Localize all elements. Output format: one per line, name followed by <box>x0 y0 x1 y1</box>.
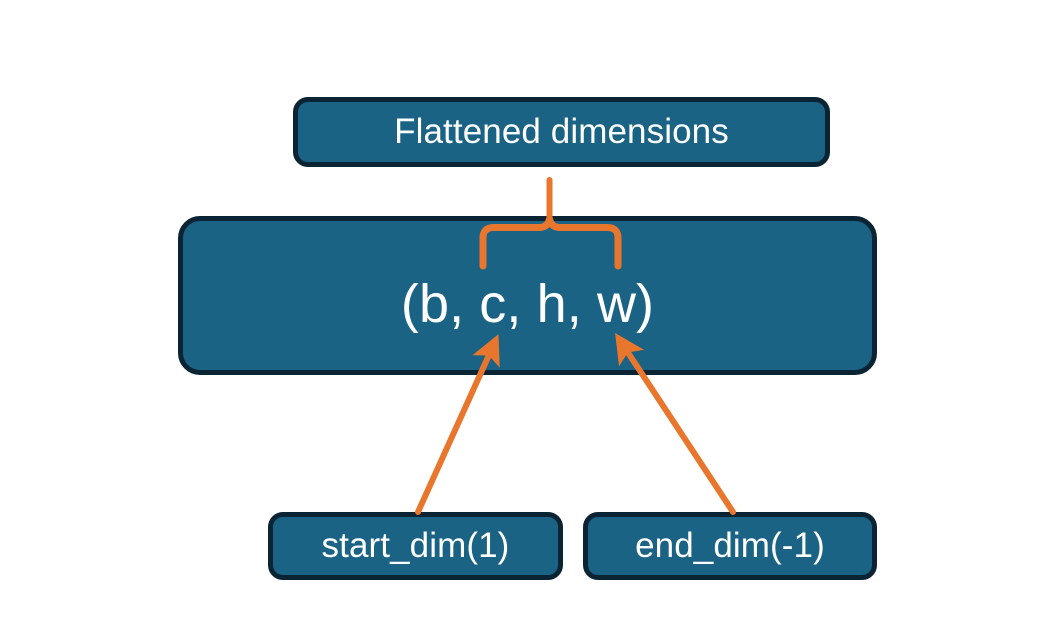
tensor-shape-box: (b, c, h, w) <box>178 216 877 375</box>
flattened-dimensions-label: Flattened dimensions <box>394 112 729 151</box>
start-dim-box: start_dim(1) <box>268 512 563 580</box>
end-dim-label: end_dim(-1) <box>635 526 825 565</box>
start-dim-label: start_dim(1) <box>321 526 510 565</box>
end-dim-box: end_dim(-1) <box>583 512 877 580</box>
tensor-shape-label: (b, c, h, w) <box>400 274 655 334</box>
flattened-dimensions-box: Flattened dimensions <box>293 97 830 167</box>
